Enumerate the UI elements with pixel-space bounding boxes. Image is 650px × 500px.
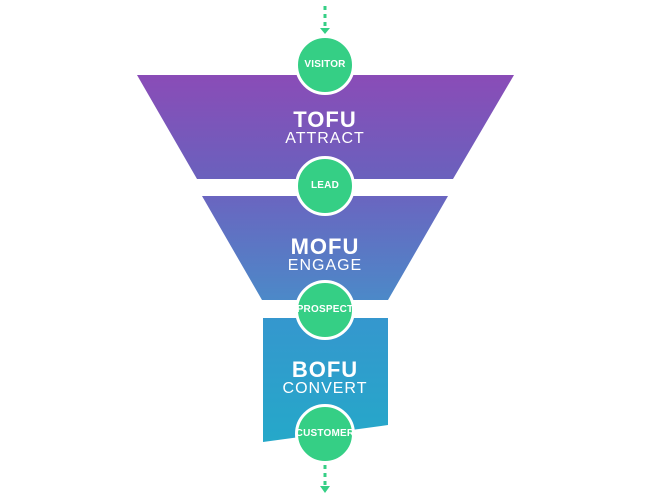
mofu-title: MOFU — [290, 234, 360, 259]
arrow-down-icon — [320, 28, 330, 34]
bofu-title: BOFU — [291, 357, 359, 382]
tofu-title: TOFU — [293, 107, 357, 132]
mofu-section — [202, 196, 448, 300]
node-lead: LEAD — [295, 156, 355, 216]
mofu-subtitle: ENGAGE — [287, 257, 363, 274]
node-customer: CUSTOMER — [295, 404, 355, 464]
bofu-section — [263, 318, 388, 442]
tofu-subtitle: ATTRACT — [285, 130, 365, 147]
node-prospect: PROSPECT — [295, 280, 355, 340]
node-visitor: VISITOR — [295, 35, 355, 95]
bofu-subtitle: CONVERT — [282, 380, 368, 397]
tofu-section — [137, 75, 514, 179]
arrow-down-icon — [320, 486, 330, 493]
